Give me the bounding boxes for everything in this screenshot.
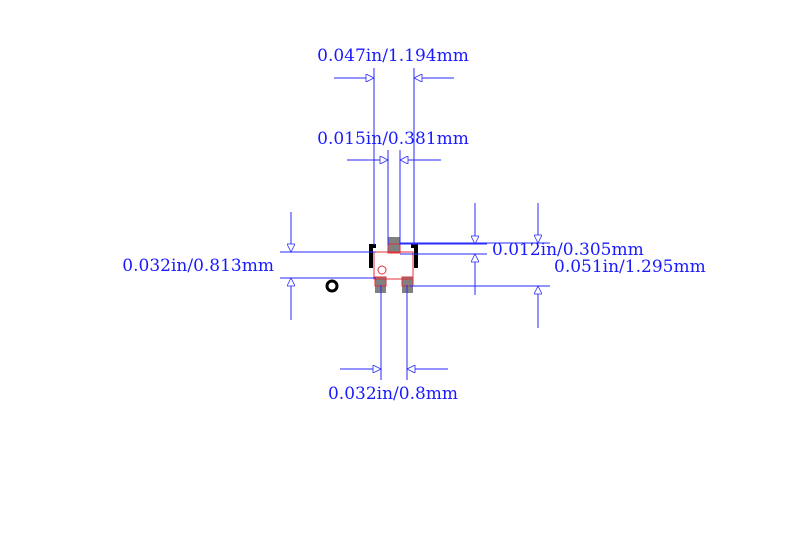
pin1-marker-icon: [377, 265, 387, 275]
silk-right-bracket: [411, 244, 418, 268]
dim-overall-height: 0.051in/1.295mm: [400, 203, 706, 328]
svg-text:0.032in/0.8mm: 0.032in/0.8mm: [328, 384, 458, 404]
dim-pad3-width: 0.015in/0.381mm: [317, 129, 469, 245]
dim-pad3-height: 0.012in/0.305mm: [400, 203, 644, 295]
dim-overall-span: 0.047in/1.194mm: [317, 46, 469, 245]
svg-text:0.051in/1.295mm: 0.051in/1.295mm: [554, 257, 706, 277]
orientation-dot-icon: [325, 279, 339, 293]
body-outline: [373, 251, 414, 280]
dim-body-height: 0.032in/0.813mm: [122, 212, 376, 320]
svg-text:0.032in/0.813mm: 0.032in/0.813mm: [122, 256, 274, 276]
svg-text:0.015in/0.381mm: 0.015in/0.381mm: [317, 129, 469, 149]
silk-left-bracket: [369, 244, 376, 268]
dim-pad-pitch: 0.032in/0.8mm: [328, 285, 458, 404]
svg-text:0.012in/0.305mm: 0.012in/0.305mm: [492, 240, 644, 260]
pad-3: [387, 237, 401, 254]
svg-text:0.047in/1.194mm: 0.047in/1.194mm: [317, 46, 469, 66]
